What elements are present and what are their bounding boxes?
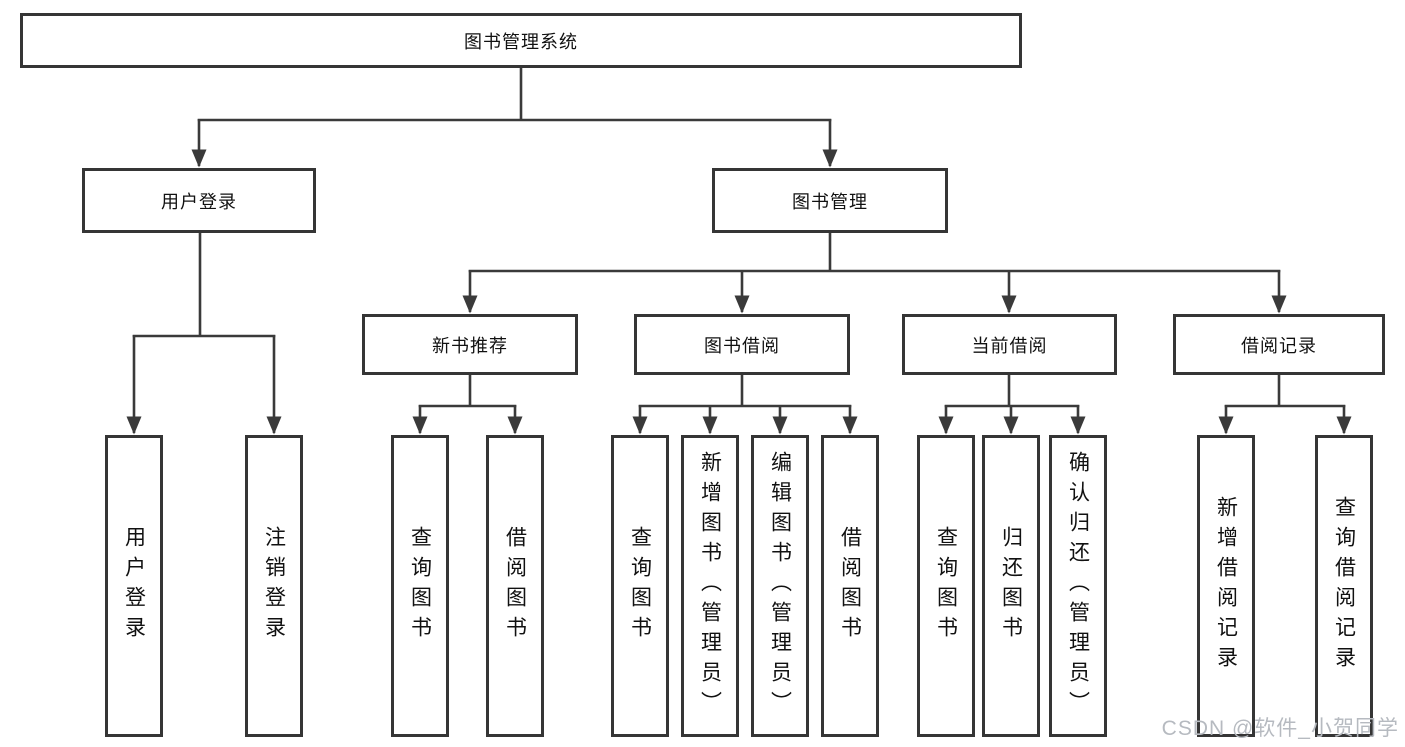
node-label: 新增图书（管理员）	[698, 451, 722, 721]
node-borrow-records: 借阅记录	[1173, 314, 1385, 375]
node-label: 归还图书	[999, 526, 1023, 646]
node-label: 查询借阅记录	[1332, 496, 1356, 676]
node-label: 确认归还（管理员）	[1066, 451, 1090, 721]
node-label: 借阅记录	[1241, 335, 1317, 356]
node-label: 图书管理系统	[464, 31, 578, 52]
node-label: 图书管理	[792, 191, 868, 212]
node-label: 用户登录	[161, 191, 237, 212]
node-label: 借阅图书	[503, 526, 527, 646]
leaf-borrow-books-recommend: 借阅图书	[486, 435, 544, 737]
node-label: 新增借阅记录	[1214, 496, 1238, 676]
node-label: 借阅图书	[838, 526, 862, 646]
leaf-borrow-books: 借阅图书	[821, 435, 879, 737]
node-label: 查询图书	[934, 526, 958, 646]
node-label: 编辑图书（管理员）	[768, 451, 792, 721]
leaf-query-books-current: 查询图书	[917, 435, 975, 737]
leaf-query-borrow-record: 查询借阅记录	[1315, 435, 1373, 737]
node-label: 用户登录	[122, 526, 146, 646]
node-label: 查询图书	[408, 526, 432, 646]
leaf-query-books-recommend: 查询图书	[391, 435, 449, 737]
node-label: 注销登录	[262, 526, 286, 646]
node-book-management: 图书管理	[712, 168, 948, 233]
node-new-book-recommend: 新书推荐	[362, 314, 578, 375]
node-label: 图书借阅	[704, 335, 780, 356]
leaf-edit-book-admin: 编辑图书（管理员）	[751, 435, 809, 737]
node-user-login: 用户登录	[82, 168, 316, 233]
leaf-add-borrow-record: 新增借阅记录	[1197, 435, 1255, 737]
node-label: 查询图书	[628, 526, 652, 646]
node-label: 当前借阅	[971, 335, 1048, 356]
leaf-return-books: 归还图书	[982, 435, 1040, 737]
leaf-confirm-return-admin: 确认归还（管理员）	[1049, 435, 1107, 737]
node-library-management-system: 图书管理系统	[20, 13, 1022, 68]
node-current-borrow: 当前借阅	[902, 314, 1117, 375]
leaf-query-books-borrow: 查询图书	[611, 435, 669, 737]
watermark: CSDN @软件_小贺同学	[1161, 717, 1399, 740]
leaf-add-book-admin: 新增图书（管理员）	[681, 435, 739, 737]
leaf-logout: 注销登录	[245, 435, 303, 737]
node-book-borrow: 图书借阅	[634, 314, 850, 375]
node-label: 新书推荐	[432, 335, 508, 356]
leaf-user-login: 用户登录	[105, 435, 163, 737]
